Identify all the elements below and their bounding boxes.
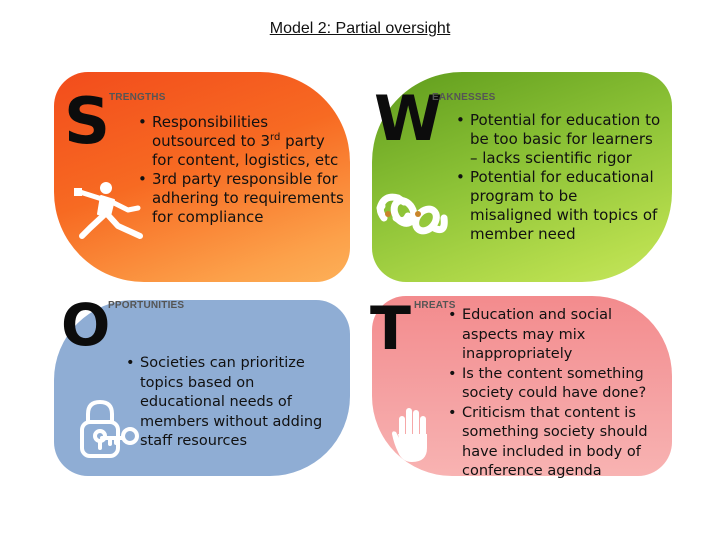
bullet: • xyxy=(448,307,457,323)
bullet: • xyxy=(456,111,465,129)
opportunities-list: • Societies can prioritize topics based o… xyxy=(126,354,326,452)
weaknesses-point-1: Potential for education to be too basic … xyxy=(470,111,661,167)
weaknesses-point-2: Potential for educational program to be … xyxy=(470,168,658,243)
opportunities-letter: O xyxy=(61,291,111,359)
list-item: • 3rd party responsible for adhering to r… xyxy=(138,170,350,227)
bullet: • xyxy=(138,170,147,188)
threats-point-1: Education and social aspects may mix ina… xyxy=(462,307,613,362)
list-item: • Societies can prioritize topics based o… xyxy=(126,354,326,452)
weaknesses-letter: W xyxy=(374,82,443,155)
threats-label: HREATS xyxy=(414,300,456,311)
page-title: Model 2: Partial oversight xyxy=(269,20,451,37)
threats-point-3: Criticism that content is something soci… xyxy=(462,404,648,480)
padlock-key-icon xyxy=(80,400,139,458)
opportunities-panel xyxy=(54,300,350,476)
weaknesses-panel xyxy=(372,72,672,282)
threats-list: • Education and social aspects may mix in… xyxy=(448,306,670,482)
list-item: • Education and social aspects may mix in… xyxy=(448,306,670,365)
opportunities-label: PPORTUNITIES xyxy=(108,300,185,311)
list-item: • Criticism that content is something soc… xyxy=(448,404,670,482)
bullet: • xyxy=(138,113,147,131)
bullet: • xyxy=(126,355,135,371)
list-item: • Is the content something society could … xyxy=(448,365,670,404)
list-item: • Potential for education to be too basic… xyxy=(456,111,662,168)
threats-letter: T xyxy=(370,294,411,364)
strengths-label: TRENGTHS xyxy=(109,92,166,103)
strengths-list: • Responsibilities outsourced to 3rd part… xyxy=(138,113,350,227)
strengths-point-2: 3rd party responsible for adhering to re… xyxy=(152,170,344,226)
broken-chain-icon xyxy=(376,193,448,235)
bullet: • xyxy=(448,365,457,382)
list-item: • Responsibilities outsourced to 3rd part… xyxy=(138,113,350,170)
strengths-panel xyxy=(54,72,350,282)
stretching-person-icon xyxy=(74,182,143,239)
opportunities-point-1: Societies can prioritize topics based on… xyxy=(140,355,323,449)
strengths-point-1: Responsibilities outsourced to 3 xyxy=(152,113,271,150)
bullet: • xyxy=(456,168,465,186)
list-item: • Potential for educational program to be… xyxy=(456,168,662,244)
strengths-point-1-end: party for content, logistics, etc xyxy=(152,132,339,169)
superscript: rd xyxy=(270,132,281,143)
weaknesses-label: EAKNESSES xyxy=(432,92,496,103)
stop-hand-icon xyxy=(392,408,427,462)
weaknesses-list: • Potential for education to be too basic… xyxy=(456,111,662,244)
strengths-letter: S xyxy=(64,85,111,159)
bullet: • xyxy=(448,404,457,421)
threats-point-2: Is the content something society could h… xyxy=(462,365,647,402)
